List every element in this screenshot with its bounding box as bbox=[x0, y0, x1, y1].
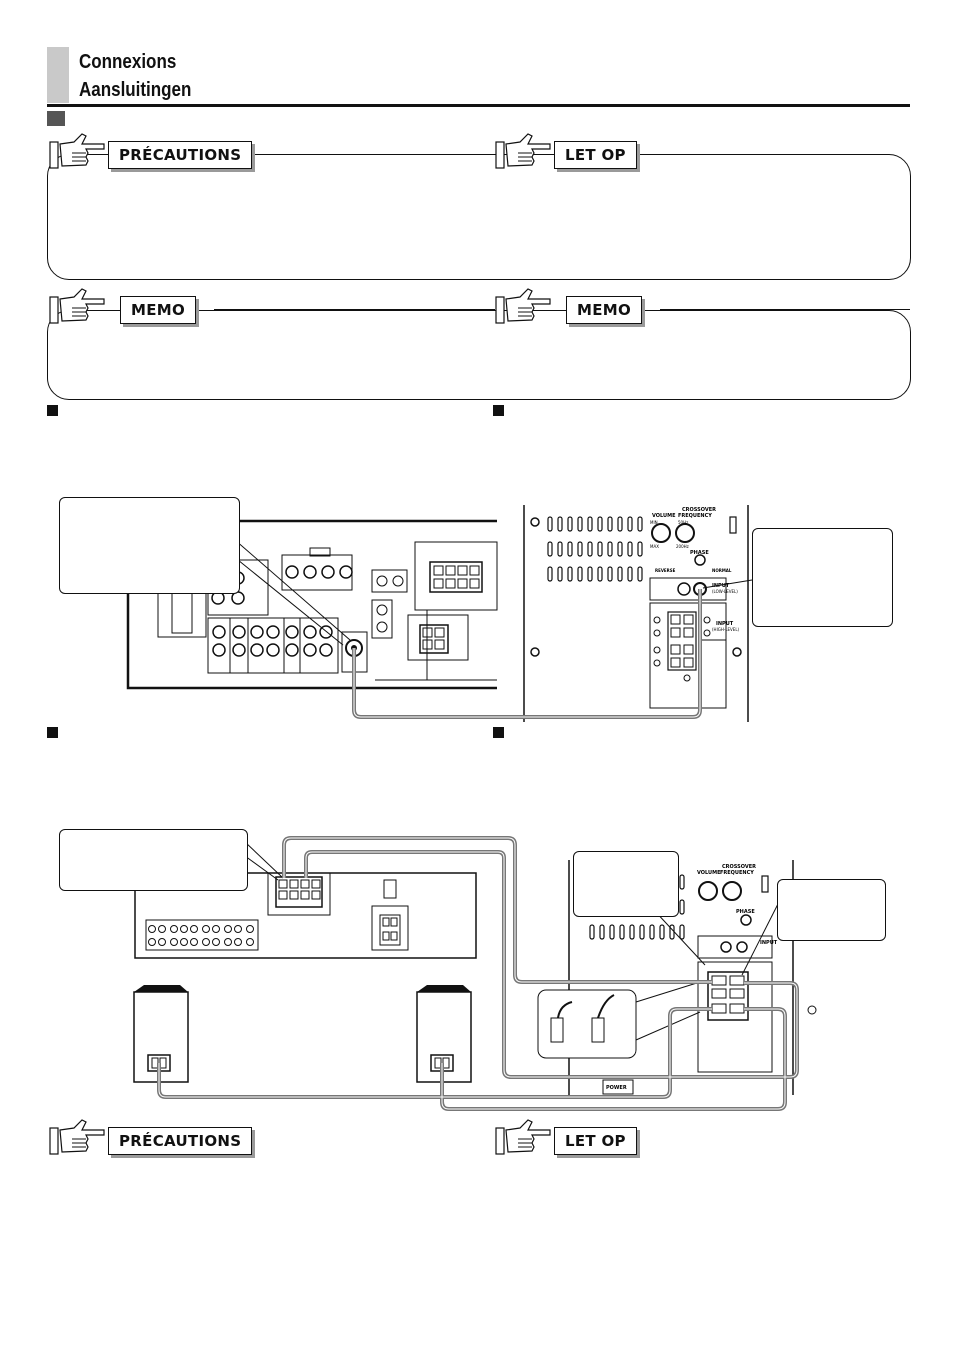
memo-tag: MEMO bbox=[566, 296, 643, 324]
precautions-tag: PRÉCAUTIONS bbox=[108, 141, 253, 169]
frequency-label: FREQUENCY bbox=[678, 513, 712, 519]
page-title: Connexions Aansluitingen bbox=[79, 48, 191, 104]
precautions-tag: PRÉCAUTIONS bbox=[108, 1127, 253, 1155]
section-marker bbox=[47, 111, 65, 126]
frequency-label: FREQUENCY bbox=[720, 870, 754, 876]
tag-rule bbox=[214, 309, 495, 310]
pointing-hand-icon bbox=[49, 1119, 105, 1155]
page-title-fr: Connexions bbox=[79, 51, 177, 73]
memo-box bbox=[47, 310, 911, 400]
amplifier-output-callout bbox=[59, 497, 240, 594]
speaker-cables bbox=[157, 836, 799, 1111]
pointing-hand-icon bbox=[49, 133, 105, 169]
subwoofer-input-callout bbox=[752, 528, 893, 627]
tag-rule bbox=[660, 309, 910, 310]
max-label: MAX bbox=[650, 544, 659, 549]
title-accent-bar bbox=[47, 47, 69, 103]
tag-rule bbox=[270, 154, 495, 155]
low-level-input-sub: (LOW-LEVEL) bbox=[712, 589, 738, 594]
crossover-label: CROSSOVER bbox=[722, 864, 756, 870]
pointing-hand-icon bbox=[49, 288, 105, 324]
low-level-input-label: INPUT bbox=[760, 940, 778, 946]
page-title-nl: Aansluitingen bbox=[79, 79, 192, 101]
freq-high-label: 200Hz bbox=[676, 544, 689, 549]
figure-high-level-connection: CROSSOVER FREQUENCY VOLUME PHASE INPUT P… bbox=[133, 836, 817, 1111]
min-label: MIN bbox=[650, 520, 658, 525]
amplifier-speaker-callout bbox=[59, 829, 248, 891]
amplifier-rear-panel bbox=[134, 872, 477, 959]
figure-low-level-connection: CROSSOVER FREQUENCY VOLUME MIN MAX 50Hz … bbox=[126, 505, 753, 722]
power-label: POWER bbox=[606, 1085, 627, 1091]
pointing-hand-icon bbox=[495, 288, 551, 324]
normal-label: NORMAL bbox=[712, 568, 732, 573]
section-bullet bbox=[493, 727, 504, 738]
freq-low-label: 50Hz bbox=[678, 520, 688, 525]
pointing-hand-icon bbox=[495, 133, 551, 169]
low-level-input-label: INPUT bbox=[712, 583, 730, 589]
reverse-label: REVERSE bbox=[655, 568, 676, 573]
pointing-hand-icon bbox=[495, 1119, 551, 1155]
section-bullet bbox=[493, 405, 504, 416]
high-level-input-label: INPUT bbox=[716, 621, 734, 627]
subwoofer-terminal-callout bbox=[573, 851, 679, 917]
volume-label: VOLUME bbox=[697, 870, 721, 876]
crossover-label: CROSSOVER bbox=[682, 507, 716, 513]
subwoofer-speaker-callout bbox=[777, 879, 886, 941]
letop-tag: LET OP bbox=[554, 141, 637, 169]
phase-label: PHASE bbox=[690, 550, 709, 556]
high-level-input-sub: (HIGH-LEVEL) bbox=[712, 627, 740, 632]
subwoofer-rear-panel: CROSSOVER FREQUENCY VOLUME MIN MAX 50Hz … bbox=[523, 505, 749, 722]
subwoofer-rear-panel: CROSSOVER FREQUENCY VOLUME PHASE INPUT P… bbox=[568, 860, 817, 1095]
memo-tag: MEMO bbox=[120, 296, 197, 324]
section-bullet bbox=[47, 727, 58, 738]
letop-tag: LET OP bbox=[554, 1127, 637, 1155]
phase-label: PHASE bbox=[736, 909, 755, 915]
volume-label: VOLUME bbox=[652, 513, 676, 519]
title-rule bbox=[47, 104, 910, 107]
section-bullet bbox=[47, 405, 58, 416]
